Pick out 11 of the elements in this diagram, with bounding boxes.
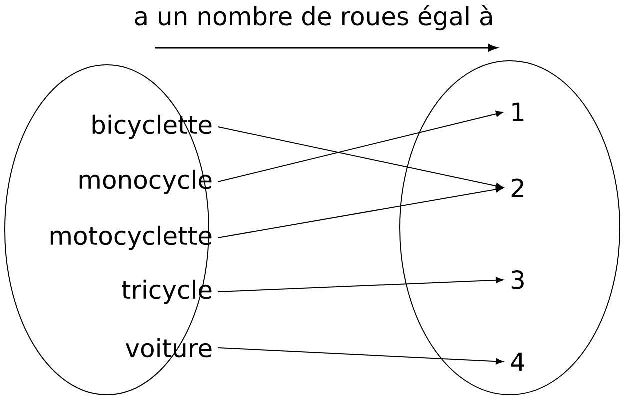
number-label: 1 — [512, 102, 524, 122]
title: a un nombre de roues égal à — [135, 5, 492, 31]
arrow — [218, 277, 504, 292]
number-label: 4 — [511, 352, 525, 372]
arrow — [218, 348, 504, 365]
arrow — [218, 126, 504, 190]
arrow — [218, 110, 504, 182]
number-label: 3 — [512, 270, 524, 290]
number-label: 2 — [512, 178, 524, 198]
set-ellipse — [400, 60, 620, 396]
arrow — [218, 186, 504, 238]
